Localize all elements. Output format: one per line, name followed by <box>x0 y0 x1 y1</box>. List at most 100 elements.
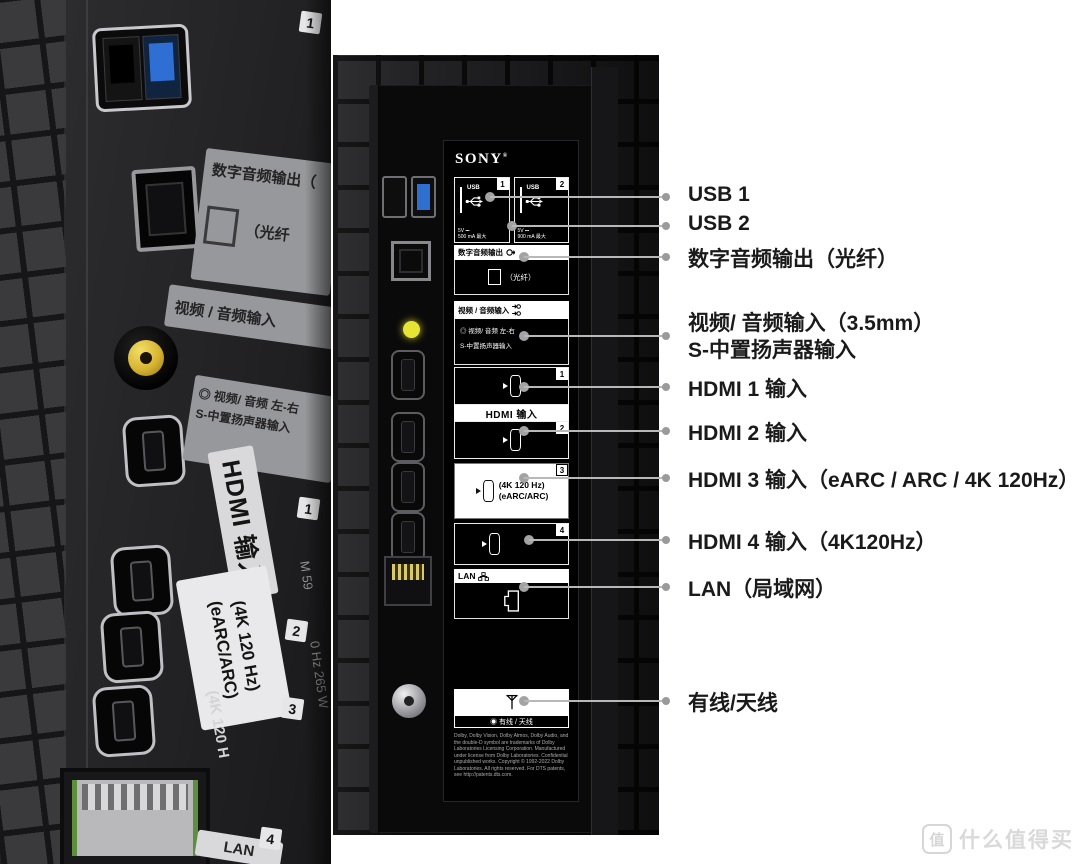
callout-line <box>490 196 666 198</box>
hdmi4-number-tag: 4 <box>556 524 568 536</box>
callout-line <box>524 256 666 258</box>
hdmi-strip-label: HDMI 输入 <box>485 409 538 421</box>
usb3-port-render <box>411 176 436 218</box>
dolby-fine-print: Dolby, Dolby Vision, Dolby Atmos, Dolby … <box>454 733 569 778</box>
callout-label: 数字音频输出（光纤） <box>688 248 898 271</box>
hdmi3-diagram-box: 3 (4K 120 Hz) (eARC/ARC) <box>454 463 569 519</box>
optical-sticker-sub: （光纤 <box>243 221 291 245</box>
panel-edge-highlight <box>86 0 88 864</box>
callout-line <box>524 700 666 702</box>
port-number-tag: 4 <box>258 826 283 851</box>
callout-end-dot <box>662 697 670 705</box>
av-sub1-label: ◎ 视频/ 音频 左-右 <box>460 328 515 335</box>
hdmi1-port-photo <box>121 413 187 489</box>
callout-label: HDMI 2 输入 <box>688 422 808 445</box>
callout-label: HDMI 4 输入（4K120Hz） <box>688 531 937 554</box>
smzdm-watermark: 值 什么值得买 <box>922 824 1074 854</box>
audio-in-icon <box>512 303 522 317</box>
hdmi1-port-render <box>391 350 425 400</box>
port-bay-lip <box>369 85 379 833</box>
hdmi4-port-render <box>391 512 425 562</box>
diagram-panel: SONY® 1 USB 5V ⎓ 500 mA 最大 <box>443 140 579 802</box>
antenna-icon <box>504 693 520 711</box>
av-header-label: 视频 / 音频输入 <box>173 298 278 330</box>
usb-bar-mark <box>460 187 462 213</box>
brand-logo: SONY® <box>455 151 509 168</box>
av-jack-photo <box>114 326 178 390</box>
usb-trident-icon <box>465 195 483 208</box>
usb2-number-tag: 2 <box>556 178 568 190</box>
hdmi1-number-tag: 1 <box>556 368 568 380</box>
antenna-diagram-section: ◉ 有线 / 天线 <box>454 689 569 728</box>
smzdm-watermark-text: 什么值得买 <box>959 829 1074 852</box>
optical-square-icon <box>202 205 240 248</box>
hdmi2-number-tag: 2 <box>556 422 568 434</box>
usb-diagram-group: 1 USB 5V ⎓ 500 mA 最大 2 <box>454 177 569 243</box>
callout-label: USB 2 <box>688 212 750 235</box>
hdmi2-port-render <box>391 412 425 462</box>
usb-ports-render <box>382 176 436 218</box>
hdmi4-port-photo <box>91 683 157 759</box>
callout-line <box>524 477 666 479</box>
callout-label: LAN（局域网） <box>688 578 837 601</box>
panel-edge-highlight <box>64 0 66 864</box>
rj45-icon <box>503 589 521 613</box>
lan-port-render <box>384 556 432 606</box>
hdmi3-caption-line1: (4K 120 Hz) <box>498 479 545 490</box>
optical-header-label: 数字音频输出 <box>458 248 503 257</box>
port-bay-frame <box>591 67 618 835</box>
optical-port-render <box>391 241 431 281</box>
hdmi4-diagram-box: 4 (4K 120 Hz) <box>454 523 569 565</box>
callout-line <box>524 430 666 432</box>
usb2-diagram-box: 2 USB 5V ⎓ 900 mA 最大 <box>513 177 569 243</box>
callout-end-dot <box>662 427 670 435</box>
hdmi3-port-photo <box>99 609 165 685</box>
hdmi3-number-tag: 3 <box>556 464 568 476</box>
render-right-panel: SONY® 1 USB 5V ⎓ 500 mA 最大 <box>333 55 659 835</box>
usb2-spec: 5V ⎓ 900 mA 最大 <box>518 228 546 241</box>
photo-right-shadow <box>305 0 331 864</box>
av-jack-hole <box>140 352 152 364</box>
audio-out-icon <box>506 248 515 257</box>
callout-end-dot <box>662 253 670 261</box>
usb-bar-mark <box>519 187 522 213</box>
callout-end-dot <box>662 583 670 591</box>
usb-ports-photo <box>91 23 193 113</box>
registered-mark: ® <box>502 153 509 159</box>
usb1-spec: 5V ⎓ 500 mA 最大 <box>458 228 486 241</box>
hdmi4-caption: (4K 120 Hz) <box>504 540 543 548</box>
hdmi2-diagram-box: 2 <box>454 421 569 459</box>
usb2-current: 900 mA 最大 <box>517 233 546 240</box>
hdmi-connector-icon <box>503 429 521 451</box>
usb1-diagram-box: 1 USB 5V ⎓ 500 mA 最大 <box>454 177 510 243</box>
hdmi3-caption: (4K 120 Hz) (eARC/ARC) <box>499 480 549 502</box>
usb1-number-tag: 1 <box>496 178 509 190</box>
optical-diagram-section: 数字音频输出 （光纤） <box>454 245 569 295</box>
callout-line <box>529 539 666 541</box>
usb3-port-photo <box>141 34 182 100</box>
callout-line <box>524 335 666 337</box>
brand-text: SONY <box>455 151 503 167</box>
hdmi3-port-render <box>391 462 425 512</box>
usb1-current: 500 mA 最大 <box>458 233 487 240</box>
smzdm-badge-icon: 值 <box>922 824 952 854</box>
av-sub2-label: S-中置扬声器输入 <box>460 343 512 350</box>
callout-line <box>524 386 666 388</box>
callout-line <box>512 225 666 227</box>
av-header-label: 视频 / 音频输入 <box>458 305 510 315</box>
callout-end-dot <box>662 222 670 230</box>
av-diagram-section: 视频 / 音频输入 ◎ 视频/ 音频 左-右 S-中置扬声器输入 <box>454 301 569 365</box>
av-jack-render <box>403 321 420 338</box>
callout-end-dot <box>662 474 670 482</box>
hdmi-connector-icon <box>475 480 494 502</box>
callout-line <box>524 586 666 588</box>
lan-port-photo <box>60 768 210 864</box>
optical-port-photo <box>131 165 201 253</box>
optical-body-label: （光纤） <box>505 272 536 282</box>
usb2-port-photo <box>102 36 143 102</box>
callout-end-dot <box>662 383 670 391</box>
callout-label: 有线/天线 <box>688 692 778 715</box>
lan-strip-label: LAN <box>458 571 476 581</box>
usb-label: USB <box>526 185 540 191</box>
